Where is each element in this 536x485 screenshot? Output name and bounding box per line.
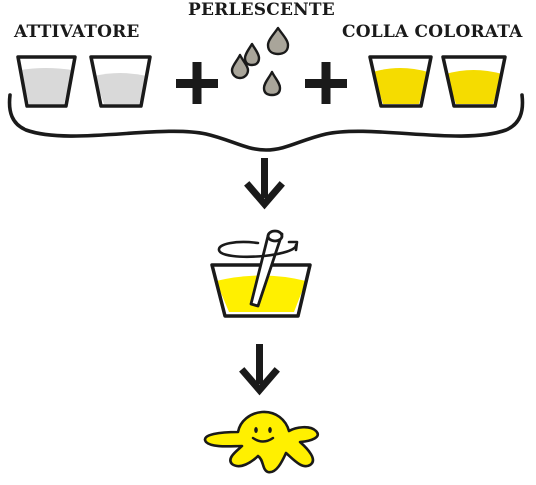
glue-cup-right-icon xyxy=(441,55,507,108)
drop-icon xyxy=(230,53,250,80)
activator-cup-left-icon xyxy=(16,55,77,108)
combine-bracket xyxy=(7,93,525,152)
arrow-down-icon xyxy=(239,344,280,396)
arrow-down-icon xyxy=(244,158,285,210)
plus-icon xyxy=(305,62,347,104)
colored-glue-label: COLLA COLORATA xyxy=(342,22,523,42)
activator-cup-right-icon xyxy=(89,55,152,108)
glue-cup-left-icon xyxy=(368,55,433,108)
drop-icon xyxy=(262,70,282,97)
pearlescent-label: PERLESCENTE xyxy=(188,0,335,20)
plus-icon xyxy=(176,62,218,104)
mixing-bowl-icon xyxy=(210,229,312,318)
activator-label: ATTIVATORE xyxy=(14,22,140,42)
drop-icon xyxy=(266,26,290,56)
drop-icon xyxy=(243,42,261,67)
smiling-slime-icon xyxy=(203,410,320,474)
